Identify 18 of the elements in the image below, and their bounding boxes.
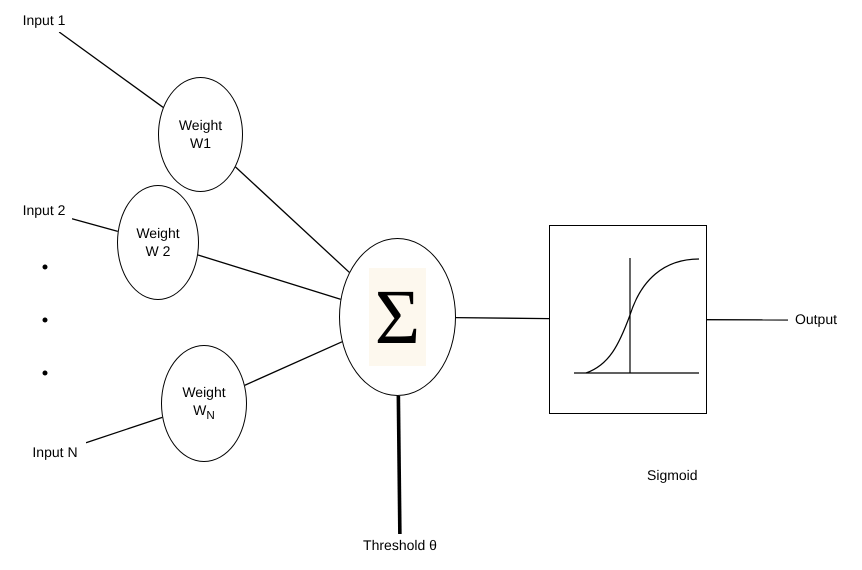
connector-line: [396, 396, 402, 534]
connector-line: [244, 341, 342, 386]
connector-line: [235, 166, 350, 273]
connector-line: [707, 319, 788, 321]
connector-line: [198, 254, 341, 300]
connector-line: [456, 316, 549, 320]
weight-label: W$_{N}$: [193, 402, 215, 423]
node-caption: Sigmoid: [647, 467, 698, 483]
weight-label: Weight: [136, 225, 180, 242]
weight-label: W 2: [146, 242, 170, 260]
sigma-symbol: Σ: [368, 268, 426, 366]
weight-label: Weight: [178, 117, 222, 134]
sigmoid-box: [549, 225, 707, 414]
connector-line: [86, 416, 162, 444]
connector-line: [72, 218, 118, 232]
weight-label: W1: [190, 134, 211, 152]
connector-line: [58, 31, 164, 108]
weight-label: Weight: [182, 384, 226, 402]
